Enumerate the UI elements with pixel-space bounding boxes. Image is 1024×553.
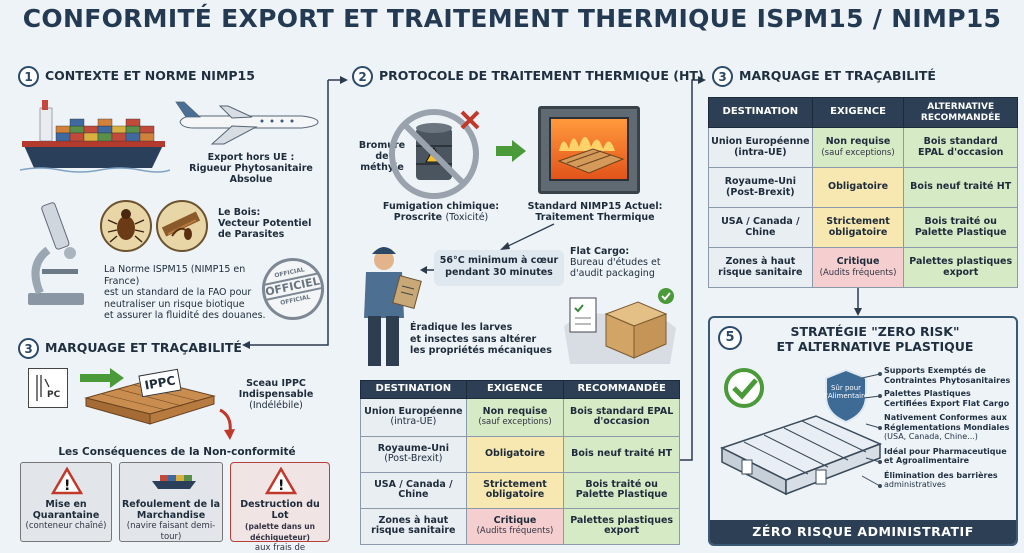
consequences-title: Les Conséquences de la Non-conformité — [58, 446, 296, 458]
warning-icon: ! — [265, 467, 297, 495]
export-label: Export hors UE : — [207, 152, 295, 163]
svg-text:!: ! — [64, 478, 70, 494]
flat-cargo-audit: d'audit packaging — [570, 268, 655, 279]
section-3-heading-left: 3 MARQUAGE ET TRAÇABILITÉ — [18, 338, 242, 359]
table-header: DESTINATION — [360, 380, 467, 399]
sceau-indelebile: (Indélébile) — [249, 400, 303, 411]
standard-label: Standard NIMP15 Actuel: — [527, 201, 663, 212]
table-header: DESTINATION — [708, 97, 813, 128]
table-row: Union Européenne(intra-UE) Non requise(s… — [708, 127, 1018, 168]
table-row: Union Européenne(intra-UE) Non requise(s… — [360, 397, 680, 437]
termite-wood-icon — [156, 200, 208, 252]
table-destinations-middle: DESTINATION EXIGENCE RECOMMANDÉE Union E… — [360, 380, 680, 545]
plastic-pallet-icon — [720, 415, 882, 496]
table-header: EXIGENCE — [811, 97, 905, 128]
zero-risk-title-1: STRATÉGIE "ZERO RISK" — [790, 324, 960, 339]
section-title: PROTOCOLE DE TRAITEMENT THERMIQUE (HT) — [379, 68, 704, 83]
section-number: 5 — [718, 326, 742, 350]
shield-text-1: Sûr pour — [830, 384, 862, 392]
temperature-line-2: pendant 30 minutes — [445, 267, 553, 278]
green-arrow-icon — [496, 140, 526, 162]
section-number: 3 — [712, 66, 733, 87]
eradique-line-1: Éradique les larves — [410, 322, 513, 333]
section-number: 1 — [18, 66, 39, 87]
stamped-pallet-icon — [80, 368, 216, 425]
pointer-arrow — [500, 223, 555, 250]
shield-icon — [825, 368, 867, 424]
inspector-icon — [364, 247, 422, 366]
audit-box-icon — [564, 288, 676, 364]
oven-icon — [538, 106, 640, 194]
zero-risk-panel: 5 STRATÉGIE "ZERO RISK" ET ALTERNATIVE P… — [708, 316, 1018, 546]
section-1-heading: 1 CONTEXTE ET NORME NIMP15 — [18, 66, 255, 87]
table-row: Royaume-Uni(Post-Brexit) Obligatoire Boi… — [360, 435, 680, 473]
consequence-destruction: ! Destruction du Lot(palette dans un déc… — [230, 462, 330, 553]
ippc-logo-icon: PC — [28, 368, 68, 408]
norme-line-2: est un standard de la FAO pour — [104, 287, 252, 298]
ship-icon — [152, 475, 196, 489]
section-2-heading: 2 PROTOCOLE DE TRAITEMENT THERMIQUE (HT) — [352, 66, 704, 87]
table-header: RECOMMANDÉE — [563, 380, 680, 399]
export-rigueur: Rigueur Phytosanitaire Absolue — [189, 163, 313, 185]
bromure-label: Bromure — [358, 140, 406, 151]
bois-label: Le Bois: — [218, 207, 261, 218]
zero-risk-title-2: ET ALTERNATIVE PLASTIQUE — [776, 339, 974, 354]
airplane-icon — [175, 101, 319, 145]
check-circle-icon — [724, 368, 764, 408]
standard-traitement: Traitement Thermique — [535, 212, 655, 223]
zero-risk-footer: ZÉRO RISQUE ADMINISTRATIF — [710, 520, 1016, 544]
red-arrow-icon — [219, 408, 235, 440]
section-title: MARQUAGE ET TRAÇABILITÉ — [739, 68, 936, 83]
section-title: MARQUAGE ET TRAÇABILITÉ — [45, 340, 242, 355]
microscope-icon — [28, 202, 84, 305]
temperature-callout: 56°C minimum à cœur pendant 30 minutes — [434, 250, 564, 286]
section-number: 2 — [352, 66, 373, 87]
bullet-connectors — [861, 372, 882, 488]
page-title: CONFORMITÉ EXPORT ET TRAITEMENT THERMIQU… — [22, 4, 1002, 33]
fumigation-toxicite: (Toxicité) — [445, 212, 489, 223]
norme-line-1: La Norme ISPM15 (NIMP15 en France) — [104, 264, 246, 287]
flat-cargo-bureau: Bureau d'études et — [570, 257, 661, 268]
section-title: CONTEXTE ET NORME NIMP15 — [45, 68, 255, 83]
sceau-indispensable: Indispensable — [238, 389, 314, 400]
shield-text-2: l'Alimentaire — [824, 392, 869, 400]
sceau-label: Sceau IPPC — [246, 378, 306, 389]
bromure-label-2: de méthyle — [360, 151, 404, 173]
table-header: EXIGENCE — [465, 380, 565, 399]
eradique-line-2: et insectes sans altérer — [410, 333, 537, 345]
eradique-line-3: les propriétés mécaniques — [410, 345, 552, 356]
cargo-ship-icon — [20, 100, 170, 173]
beetle-icon — [100, 200, 152, 252]
prohibited-barrel-icon — [389, 109, 480, 199]
fumigation-proscrite: Proscrite — [393, 212, 443, 223]
svg-text:PC: PC — [47, 390, 61, 400]
section-3-heading-right: 3 MARQUAGE ET TRAÇABILITÉ — [712, 66, 936, 87]
table-row: Royaume-Uni(Post-Brexit) Obligatoire Boi… — [708, 167, 1018, 208]
warning-icon: ! — [51, 467, 83, 495]
bois-vecteur: Vecteur Potentiel — [218, 218, 312, 229]
section-number: 3 — [18, 338, 39, 359]
fumigation-label: Fumigation chimique: — [382, 201, 500, 212]
flat-cargo-label: Flat Cargo: — [570, 246, 630, 257]
temperature-line-1: 56°C minimum à cœur — [439, 255, 559, 266]
norme-line-4: et assurer la fluidité des douanes. — [104, 310, 266, 321]
svg-text:!: ! — [278, 478, 284, 494]
norme-line-3: neutraliser un risque biotique — [104, 298, 245, 310]
table-header: ALTERNATIVE — [927, 102, 995, 112]
bois-parasites: de Parasites — [218, 229, 285, 240]
